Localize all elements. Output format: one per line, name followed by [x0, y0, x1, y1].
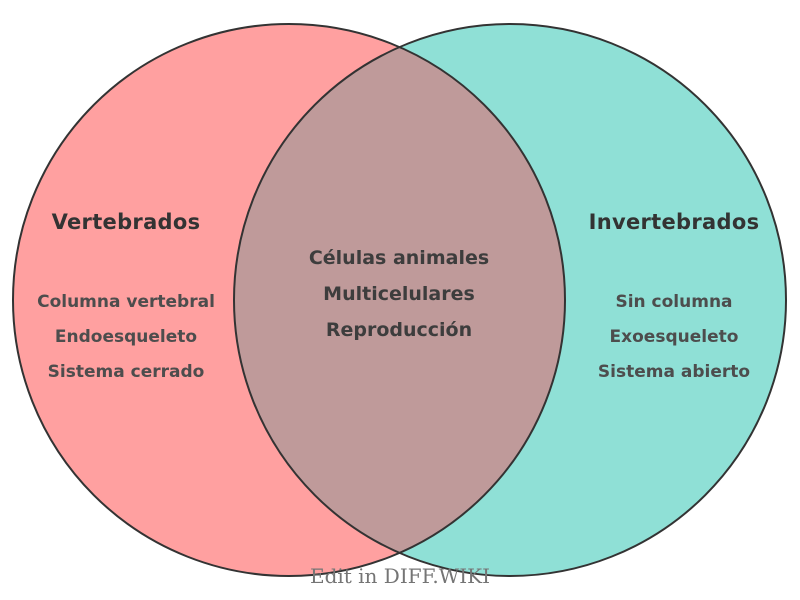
intersection-lens: [234, 24, 565, 576]
left-circle-outline: [12, 23, 566, 577]
edit-credit-link[interactable]: Edit in DIFF.WIKI: [309, 564, 491, 588]
list-item: Sin columna: [615, 292, 733, 312]
right-set-title: Invertebrados: [588, 210, 760, 234]
list-item: Columna vertebral: [37, 292, 215, 312]
left-set-title: Vertebrados: [51, 210, 201, 234]
list-item: Células animales: [308, 247, 490, 269]
intersection-items: Células animales Multicelulares Reproduc…: [309, 240, 489, 348]
list-item: Multicelulares: [323, 283, 475, 305]
left-set-items: Columna vertebral Endoesqueleto Sistema …: [37, 285, 215, 390]
list-item: Sistema abierto: [597, 362, 751, 382]
list-item: Reproducción: [325, 319, 473, 341]
list-item: Sistema cerrado: [47, 362, 205, 382]
right-circle-outline: [233, 23, 787, 577]
list-item: Exoesqueleto: [609, 327, 739, 347]
right-set-items: Sin columna Exoesqueleto Sistema abierto: [598, 285, 750, 390]
list-item: Endoesqueleto: [54, 327, 198, 347]
